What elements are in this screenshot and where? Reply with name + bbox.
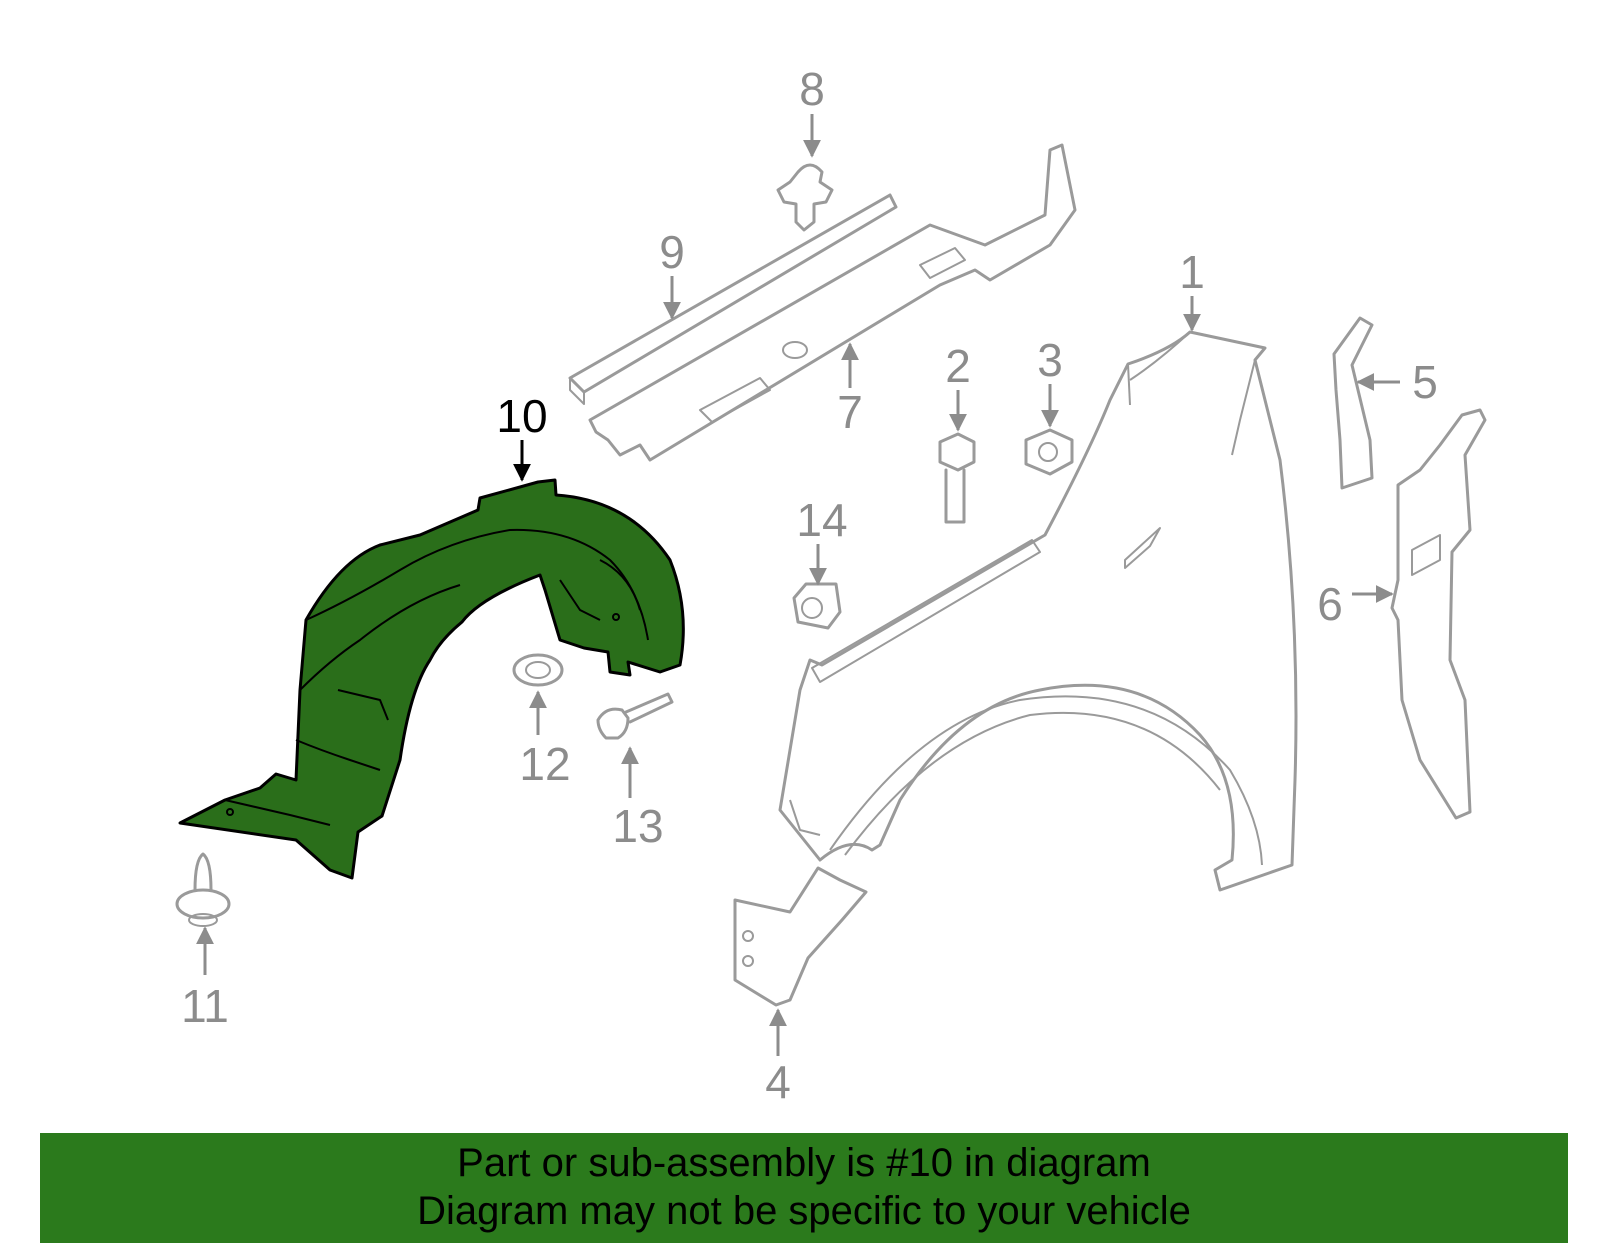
callout-8: 8: [799, 63, 825, 158]
part-14-grommet: [792, 582, 842, 630]
banner-line-part: Part or sub-assembly is #10 in diagram: [457, 1141, 1151, 1185]
callout-10: 10: [496, 390, 548, 482]
info-banner: Part or sub-assembly is #10 in diagram D…: [40, 1133, 1568, 1243]
svg-text:8: 8: [799, 63, 825, 115]
svg-text:4: 4: [765, 1056, 791, 1108]
callout-12: 12: [519, 690, 571, 790]
part-5-seal: [1332, 316, 1374, 490]
svg-text:2: 2: [945, 340, 971, 392]
callout-7: 7: [837, 342, 863, 438]
svg-text:1: 1: [1179, 246, 1205, 298]
callout-5: 5: [1356, 356, 1438, 408]
callout-13: 13: [612, 746, 664, 852]
part-1-fender: [778, 330, 1298, 892]
part-13-screw: [596, 692, 674, 740]
banner-line-disclaimer: Diagram may not be specific to your vehi…: [417, 1189, 1191, 1233]
svg-text:13: 13: [612, 800, 663, 852]
svg-text:6: 6: [1317, 578, 1343, 630]
svg-text:3: 3: [1037, 334, 1063, 386]
callout-11: 11: [181, 926, 229, 1032]
callout-1: 1: [1179, 246, 1205, 332]
callout-9: 9: [659, 226, 685, 320]
callout-6: 6: [1317, 578, 1394, 630]
svg-text:14: 14: [796, 494, 847, 546]
part-7-apron: [588, 143, 1077, 462]
part-3-nut: [1024, 428, 1074, 476]
part-11-bolt: [175, 852, 231, 927]
svg-text:7: 7: [837, 386, 863, 438]
callout-2: 2: [945, 340, 971, 432]
part-10-fender-liner: [178, 478, 685, 880]
part-9-rail: [568, 193, 898, 405]
callout-3: 3: [1037, 334, 1063, 428]
parts-diagram: 1 2 3 4 5 6 7 8 9 10 11 12: [175, 63, 1487, 1108]
svg-text:11: 11: [181, 980, 229, 1032]
callout-4: 4: [765, 1008, 791, 1108]
part-2-bolt: [938, 432, 976, 524]
svg-text:9: 9: [659, 226, 685, 278]
part-12-plug: [512, 653, 564, 687]
part-8-clip: [776, 163, 834, 232]
callout-14: 14: [796, 494, 848, 586]
svg-text:10: 10: [496, 390, 547, 442]
part-6-seal: [1390, 408, 1487, 820]
part-4-bracket: [733, 866, 868, 1007]
svg-text:12: 12: [519, 738, 570, 790]
svg-text:5: 5: [1412, 356, 1438, 408]
